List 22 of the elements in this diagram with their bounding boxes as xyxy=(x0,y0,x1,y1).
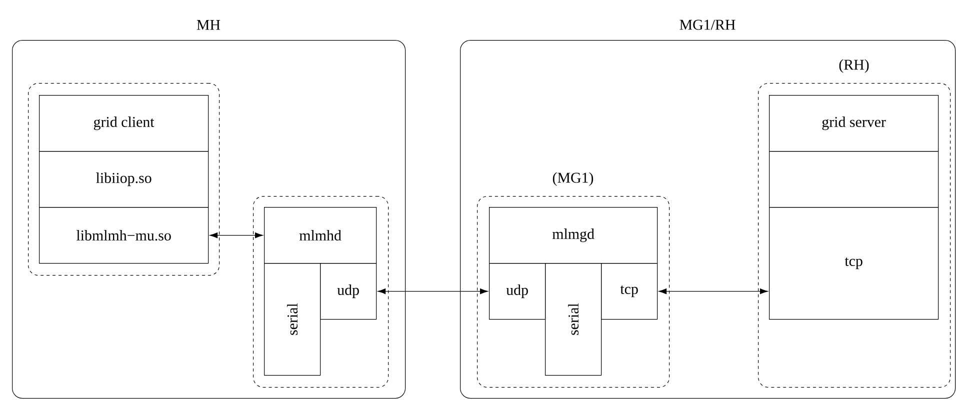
group-title: (RH) xyxy=(839,59,869,73)
layer-box: serial xyxy=(264,263,321,376)
dashed-group xyxy=(253,196,389,388)
layer-box: grid server xyxy=(769,95,939,152)
arrow xyxy=(378,288,488,294)
dashed-group xyxy=(28,83,220,276)
arrow xyxy=(210,232,263,238)
layer-box: mlmhd xyxy=(264,207,377,264)
layer-box: mlmgd xyxy=(489,207,658,264)
layer-box xyxy=(769,151,939,208)
layer-box: libiiop.so xyxy=(39,151,209,208)
group-title: (MG1) xyxy=(552,172,594,186)
group-title: MH xyxy=(196,20,220,30)
layer-box: grid client xyxy=(39,95,209,152)
group-title: MG1/RH xyxy=(680,20,736,30)
layer-box: serial xyxy=(545,263,602,376)
layer-box: udp xyxy=(489,263,546,320)
layer-box: tcp xyxy=(769,207,939,320)
arrow xyxy=(658,288,768,294)
layer-box: tcp xyxy=(601,263,658,320)
layer-box: udp xyxy=(320,263,377,320)
layer-box: libmlmh−mu.so xyxy=(39,207,209,264)
